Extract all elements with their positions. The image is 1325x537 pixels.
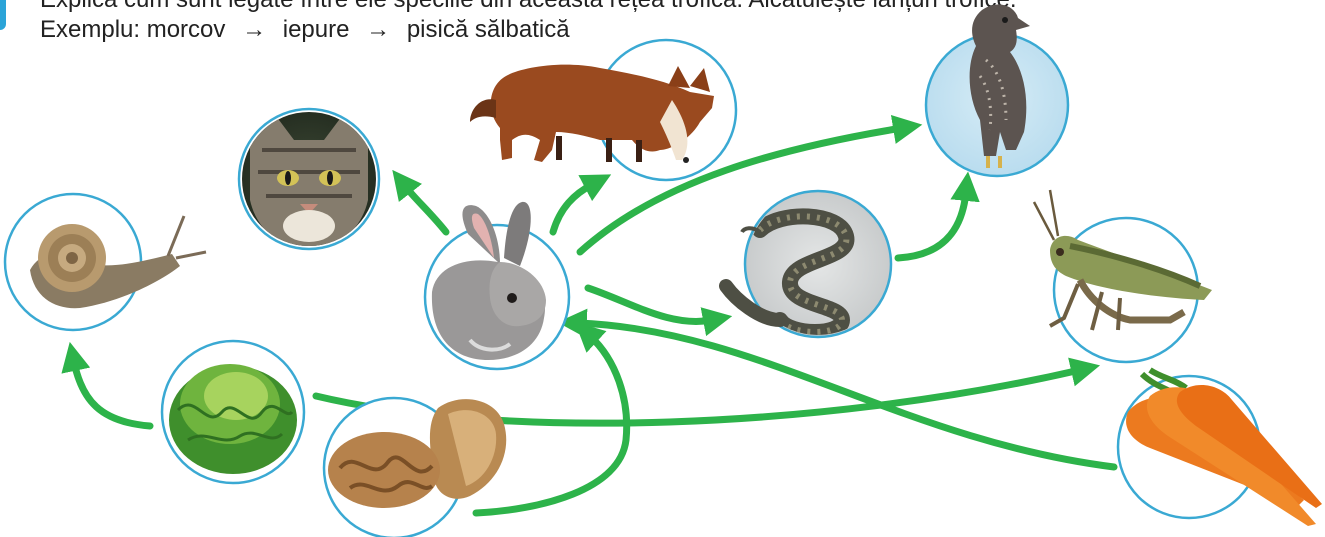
arrow-rabbit-to-fox <box>553 184 593 232</box>
arrow-rabbit-to-snake <box>588 288 712 321</box>
organism-carrot <box>1118 370 1322 526</box>
arrow-rabbit-to-cat <box>405 186 446 232</box>
arrow-lettuce-to-snail <box>74 362 150 426</box>
organism-grasshopper <box>1034 190 1212 362</box>
arrow-snake-to-eagle <box>898 192 966 258</box>
organism-snake <box>726 191 891 337</box>
arrow-carrot-to-rabbit <box>578 323 1114 467</box>
organism-wildcat <box>239 108 379 250</box>
organism-rabbit <box>425 202 569 369</box>
organism-fox <box>470 40 736 180</box>
organism-bird-of-prey <box>926 4 1068 176</box>
fox-icon <box>470 65 714 163</box>
organism-lettuce <box>162 341 304 483</box>
rabbit-icon <box>432 202 546 360</box>
organism-snail <box>5 194 206 330</box>
